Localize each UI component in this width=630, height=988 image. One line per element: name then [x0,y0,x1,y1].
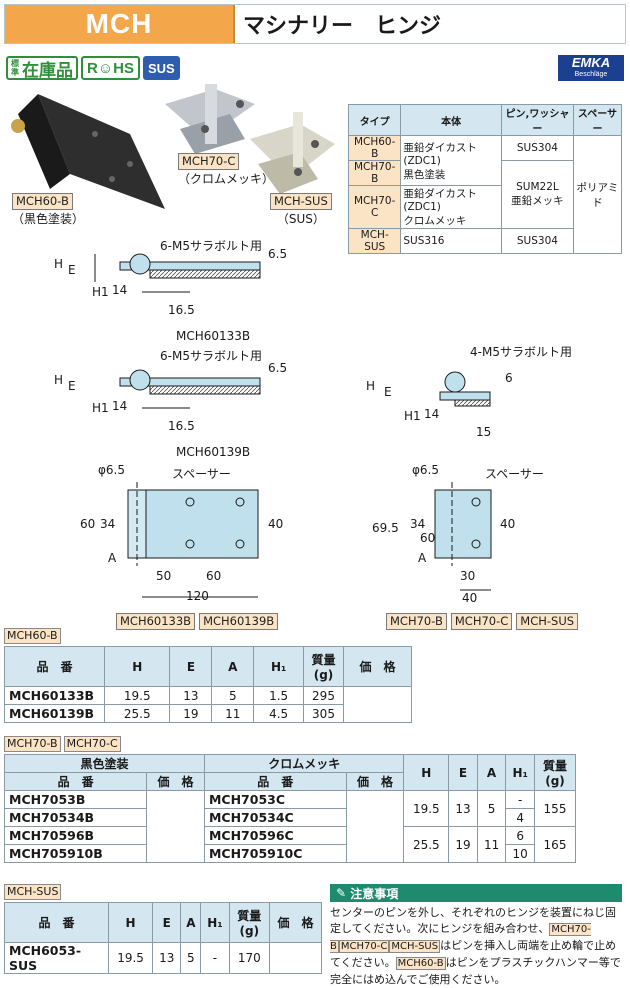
svg-text:A: A [108,551,117,565]
product-code: MCH [5,5,233,43]
svg-text:A: A [418,551,427,565]
svg-text:φ6.5: φ6.5 [98,463,125,477]
svg-text:E: E [68,379,76,393]
svg-text:6.5: 6.5 [268,247,287,261]
bolt-note-3: 4-M5サラボルト用 [470,345,572,359]
rohs-badge: R☺HS [81,56,140,80]
svg-text:H: H [54,373,63,387]
svg-text:6.5: 6.5 [268,361,287,375]
svg-text:16.5: 16.5 [168,303,195,317]
svg-text:H: H [366,379,375,393]
svg-text:φ6.5: φ6.5 [412,463,439,477]
svg-text:60: 60 [206,569,221,583]
bolt-note-2: 6-M5サラボルト用 [160,349,262,363]
svg-text:40: 40 [500,517,515,531]
svg-text:69.5: 69.5 [372,521,399,535]
svg-text:H: H [54,257,63,271]
svg-text:14: 14 [112,283,127,297]
chrome-hinge-image [165,84,255,154]
svg-text:120: 120 [186,589,209,603]
product-label-60b: MCH60-B （黒色塗装） [12,193,85,226]
svg-text:E: E [68,263,76,277]
product-title: マシナリー ヒンジ [233,5,625,43]
svg-text:50: 50 [156,569,171,583]
badge-row: 標準在庫品 R☺HS SUS [6,56,180,81]
product-illustrations [11,84,335,209]
svg-text:60: 60 [420,531,435,545]
svg-text:H1: H1 [404,409,421,423]
notes-header: ✎ 注意事項 [330,884,622,902]
material-table: タイプ本体ピン,ワッシャースペーサー MCH60-B 亜鉛ダイカスト(ZDC1)… [347,104,623,254]
product-label-70c: MCH70-C （クロムメッキ） [178,153,275,186]
page-header: MCH マシナリー ヒンジ [4,4,626,44]
svg-text:40: 40 [462,591,477,605]
svg-text:34: 34 [410,517,425,531]
svg-text:60: 60 [80,517,95,531]
svg-text:H1: H1 [92,285,109,299]
specsus-label: MCH-SUS [4,884,62,900]
svg-text:14: 14 [424,407,439,421]
bolt-note-1: 6-M5サラボルト用 [160,239,262,253]
svg-text:15: 15 [476,425,491,439]
caption-2: MCH60139B [176,445,250,459]
svg-text:16.5: 16.5 [168,419,195,433]
svg-text:6: 6 [505,371,513,385]
notes-body: センターのピンを外し、それぞれのヒンジを装置にねじ固定してください。次にヒンジを… [330,906,621,986]
svg-text:スペーサー: スペーサー [172,467,231,481]
black-hinge-image [11,94,165,209]
svg-text:34: 34 [100,517,115,531]
pencil-icon: ✎ [336,886,351,900]
svg-text:40: 40 [268,517,283,531]
spec60-label: MCH60-B [4,628,61,644]
svg-text:スペーサー: スペーサー [485,467,544,481]
stock-badge: 標準在庫品 [6,56,78,81]
svg-text:H1: H1 [92,401,109,415]
svg-text:30: 30 [460,569,475,583]
product-label-sus: MCH-SUS （SUS） [270,190,332,227]
svg-text:14: 14 [112,399,127,413]
svg-text:E: E [384,385,392,399]
sus-badge: SUS [143,56,180,80]
caption-1: MCH60133B [176,329,250,343]
sus-hinge-image [250,112,335,194]
